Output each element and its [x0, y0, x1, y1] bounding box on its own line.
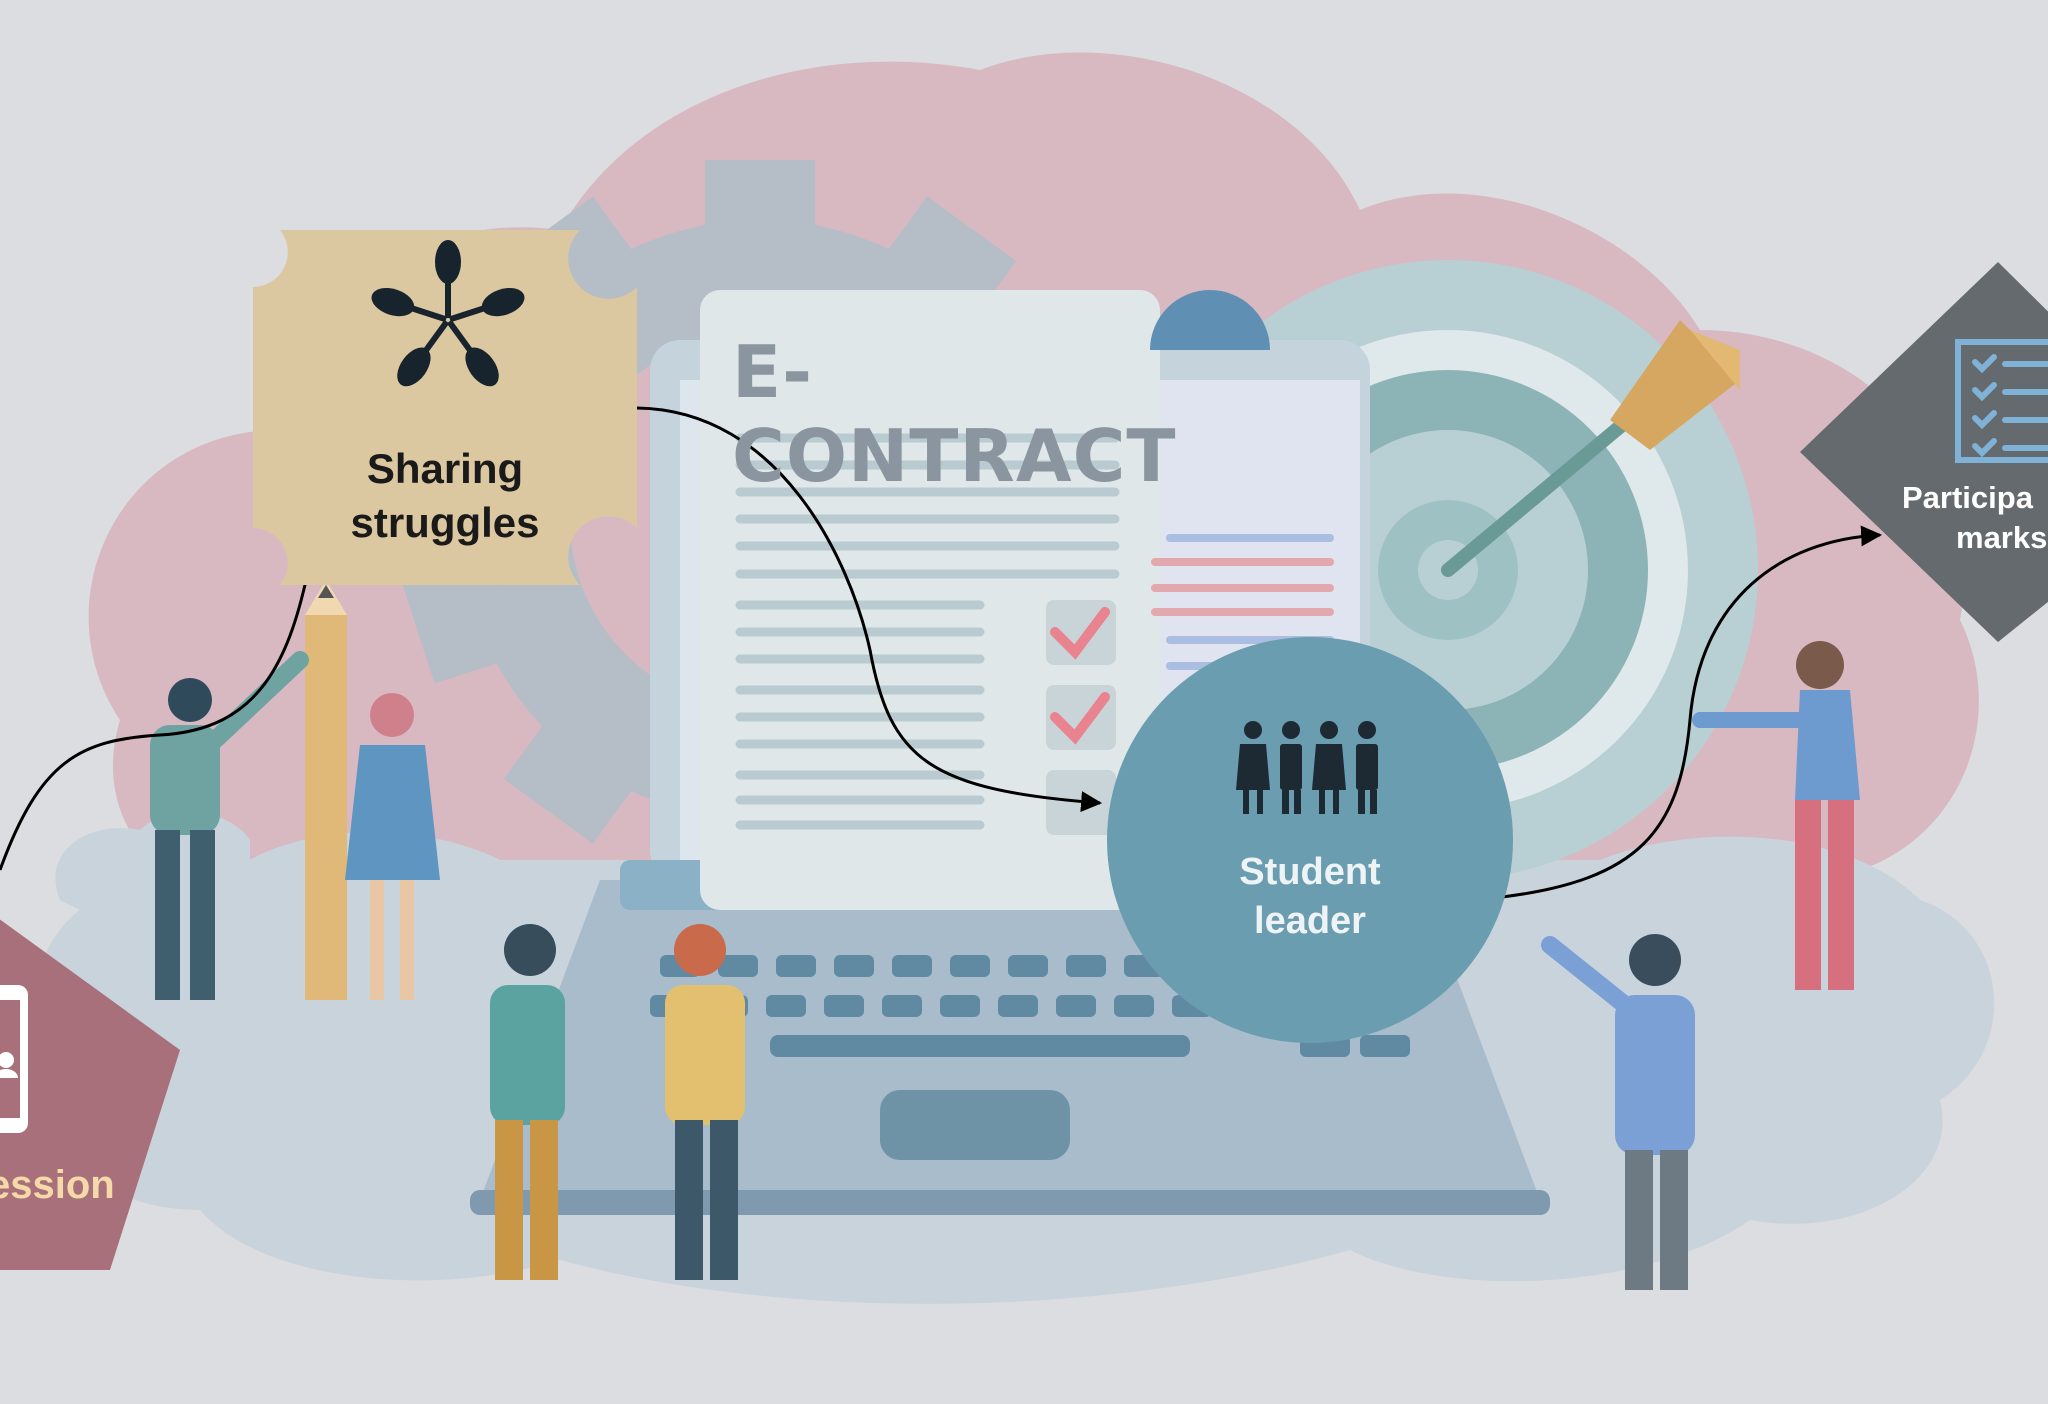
tablet-user-icon — [0, 985, 28, 1133]
person-right-1 — [1541, 934, 1695, 1290]
person-left-1 — [150, 651, 309, 1000]
node-leader-label: Student leader — [1110, 848, 1510, 945]
node-session-label: ession — [0, 1163, 115, 1207]
node-sharing-label-line-2: struggles — [350, 498, 540, 546]
node-session-shape — [0, 919, 180, 1270]
node-participation-label-line-1: Participa — [1902, 480, 2033, 515]
person-right-2 — [1692, 641, 1860, 990]
node-sharing-label-line-1: Sharing — [366, 445, 524, 492]
person-handshake-1 — [490, 924, 565, 1280]
person-handshake-2 — [665, 924, 745, 1280]
checklist-icon — [1955, 339, 2048, 463]
node-participation-label-line-2: marks — [1956, 519, 2048, 555]
contract-document — [700, 290, 1360, 910]
hands-circle-icon — [371, 240, 525, 387]
node-leader-shape — [1107, 637, 1513, 1043]
node-leader-label-line-1: Student — [1239, 851, 1381, 893]
node-leader-label-line-2: leader — [1254, 899, 1366, 942]
arrow-fletching-2 — [1690, 330, 1740, 390]
node-participation-shape — [1800, 262, 2048, 642]
econtract-title: E-CONTRACT — [732, 330, 1177, 498]
person-left-2 — [345, 693, 440, 1000]
group-people-icon — [1236, 721, 1378, 814]
connector-sharing-to-leader — [636, 406, 1103, 813]
node-sharing-label: Sharing struggles — [253, 442, 637, 550]
node-participation-label: Participa marks — [1902, 478, 2048, 557]
node-sharing-shape — [253, 230, 637, 585]
connector-leader-to-participation — [1501, 525, 1883, 899]
pencil-graphic — [305, 580, 347, 1000]
connector-session-to-sharing — [0, 559, 317, 871]
arrow-fletching — [1610, 320, 1740, 450]
